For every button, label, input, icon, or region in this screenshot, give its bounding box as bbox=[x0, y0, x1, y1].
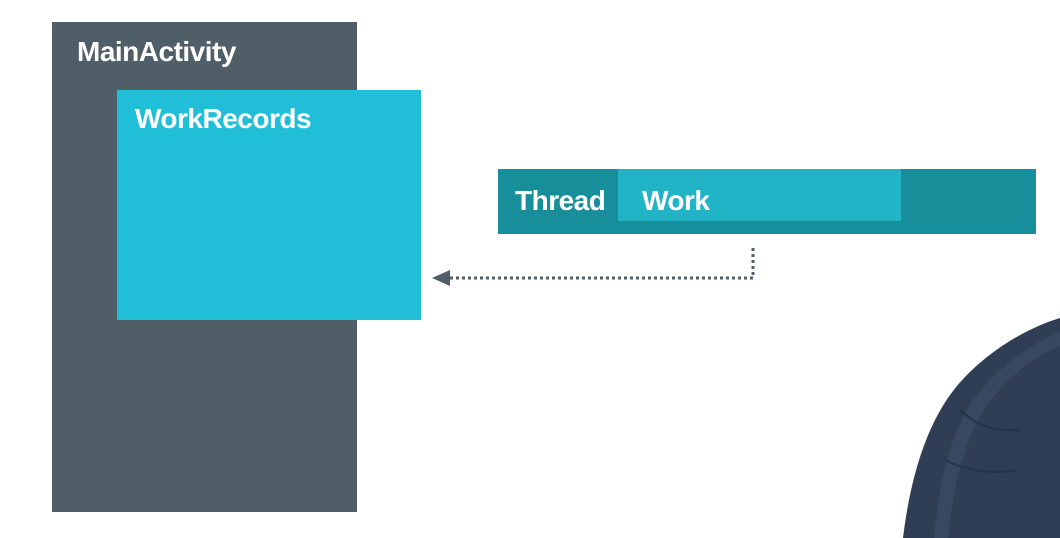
thread-bar: Thread Work bbox=[498, 169, 1036, 234]
work-block: Work bbox=[618, 169, 901, 221]
main-activity-label: MainActivity bbox=[77, 36, 236, 67]
thread-label: Thread bbox=[515, 185, 606, 216]
work-records-label: WorkRecords bbox=[135, 103, 312, 134]
work-records-box: WorkRecords bbox=[117, 90, 421, 320]
work-label: Work bbox=[642, 185, 710, 216]
